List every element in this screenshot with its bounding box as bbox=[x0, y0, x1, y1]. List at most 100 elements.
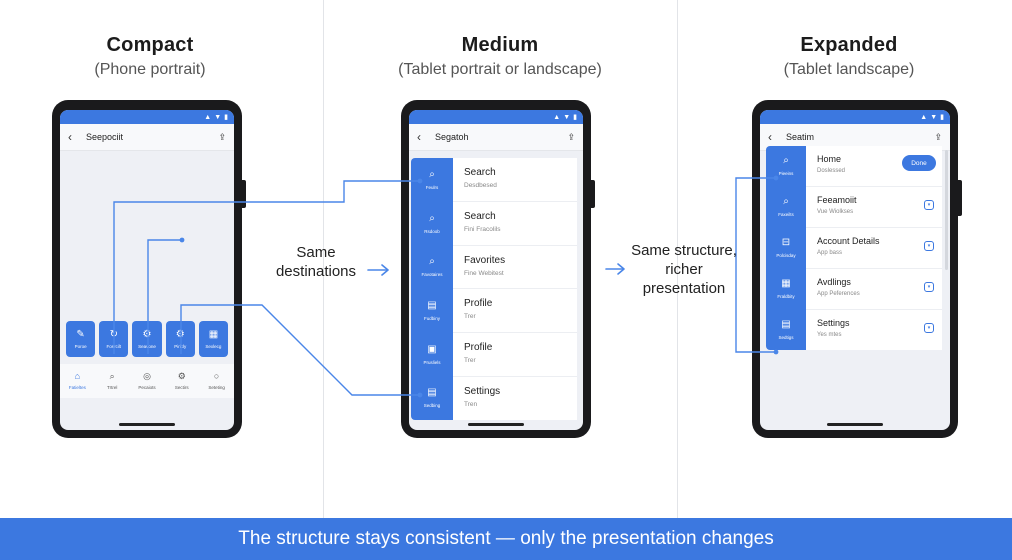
rail-item-3[interactable]: ⊟Polcisday bbox=[766, 228, 806, 269]
compact-tile-1[interactable]: ✎Poroe bbox=[66, 321, 96, 357]
list-item-title: Search bbox=[464, 167, 496, 178]
medium-app-bar: ‹ Segatoh ⇪ bbox=[409, 124, 583, 151]
back-icon[interactable]: ‹ bbox=[68, 130, 72, 144]
search-icon: ⌕ bbox=[783, 155, 789, 167]
list-item-subtitle: App Peferences bbox=[817, 291, 860, 297]
wifi-icon: ▼ bbox=[214, 113, 222, 121]
list-item-title: Feeamoiit bbox=[817, 195, 857, 205]
app-bar-title: Seatim bbox=[786, 132, 815, 142]
settings-icon: ⚙ bbox=[177, 371, 186, 381]
list-item-subtitle: Vue Wiolkses bbox=[817, 209, 854, 215]
back-icon[interactable]: ‹ bbox=[768, 130, 772, 144]
rail-label: Sedtigs bbox=[778, 334, 794, 340]
nav-item-3[interactable]: ◎Pecaiots bbox=[130, 364, 165, 398]
chevron-down-icon[interactable]: ▾ bbox=[924, 200, 934, 210]
compact-tile-3[interactable]: ⚙Seavone bbox=[132, 321, 162, 357]
medium-heading: Medium (Tablet portrait or landscape) bbox=[350, 34, 650, 79]
done-button[interactable]: Done bbox=[902, 155, 936, 171]
wifi-icon: ▼ bbox=[563, 113, 571, 121]
grid-icon: ▦ bbox=[208, 328, 219, 340]
tile-label: Piricly bbox=[174, 343, 187, 349]
rail-label: Pieeins bbox=[778, 171, 794, 177]
compact-tile-5[interactable]: ▦Sexlecg bbox=[198, 321, 229, 357]
image-icon: ▣ bbox=[427, 343, 437, 355]
compact-tile-2[interactable]: ↻ Fosrcilt bbox=[99, 321, 129, 357]
list-item-title: Profile bbox=[464, 342, 493, 354]
box-icon: ▤ bbox=[781, 318, 791, 330]
same-structure-label: Same structure, richer presentation bbox=[631, 242, 737, 297]
expanded-subtitle: (Tablet landscape) bbox=[783, 61, 915, 78]
list-item-title: Profile bbox=[464, 298, 493, 310]
rail-label: Favotaires bbox=[421, 272, 443, 278]
list-item-subtitle: Doslessed bbox=[817, 168, 846, 174]
home-icon: ⌂ bbox=[74, 371, 81, 381]
rail-item-2[interactable]: ⌕Faxeilts bbox=[766, 187, 806, 228]
rail-label: Prusliels bbox=[423, 359, 441, 365]
navigation-rail: ⌕ Pieeins ⌕Faxeilts ⊟Polcisday ▦Fraldbity… bbox=[766, 146, 806, 350]
status-bar: ▲ ▼ ▮ bbox=[60, 110, 234, 124]
app-bar-title: Seepociit bbox=[86, 132, 124, 142]
list-item-title: Search bbox=[464, 210, 496, 222]
tile-label: Fosrcilt bbox=[106, 343, 122, 349]
expanded-title: Expanded bbox=[800, 34, 898, 56]
rail-item-4[interactable]: ▦Fraldbity bbox=[766, 268, 806, 309]
rail-item-4[interactable]: ▤Fudbiny bbox=[411, 289, 453, 333]
rail-item-1[interactable]: ⌕ Pieeins bbox=[766, 146, 806, 187]
search-icon: ⌕ bbox=[429, 256, 435, 268]
list-item-subtitle: Yes mtes bbox=[817, 332, 842, 338]
medium-screen: ▲ ▼ ▮ ‹ Segatoh ⇪ ⌕Feulrs ⌕Rsdoob ⌕Favot… bbox=[409, 110, 583, 430]
chevron-down-icon[interactable]: ▾ bbox=[924, 323, 934, 333]
back-icon[interactable]: ‹ bbox=[417, 130, 421, 144]
rail-item-5[interactable]: ▣ Prusliels bbox=[411, 333, 453, 377]
edit-icon: ✎ bbox=[76, 328, 85, 340]
rail-label: Polcisday bbox=[776, 252, 796, 258]
rail-label: Faxeilts bbox=[778, 212, 794, 218]
scrollbar[interactable] bbox=[945, 150, 948, 270]
refresh-icon: ↻ bbox=[109, 328, 118, 340]
gear-icon: ⚙ bbox=[175, 328, 185, 340]
compact-tile-4[interactable]: ⚙ Piricly bbox=[165, 321, 195, 357]
phone-side-button bbox=[242, 180, 246, 208]
rail-label: Fraldbity bbox=[777, 293, 795, 299]
nav-item-5[interactable]: ○Seteting bbox=[199, 364, 234, 398]
phone-side-button bbox=[591, 180, 595, 208]
chevron-down-icon[interactable]: ▾ bbox=[924, 282, 934, 292]
rail-item-1[interactable]: ⌕Feulrs bbox=[411, 158, 453, 202]
compact-phone: ▲ ▼ ▮ ‹ Seepociit ⇪ ✎Poroe ↻Fosrcilt ⚙Se… bbox=[52, 100, 246, 438]
rail-item-3[interactable]: ⌕ Favotaires bbox=[411, 245, 453, 289]
share-icon[interactable]: ⇪ bbox=[934, 131, 942, 142]
nav-item-1[interactable]: ⌂Fatieltes bbox=[60, 364, 95, 398]
list-item-subtitle: Fini Fracolils bbox=[464, 225, 501, 233]
battery-icon: ▮ bbox=[224, 113, 228, 121]
rail-label: Sedbing bbox=[423, 403, 441, 409]
nav-item-4[interactable]: ⚙ Sectirs bbox=[164, 364, 199, 398]
rail-item-6[interactable]: ▤Sedbing bbox=[411, 376, 453, 420]
chevron-down-icon[interactable]: ▾ bbox=[924, 241, 934, 251]
signal-icon: ▲ bbox=[553, 113, 561, 121]
nav-label: Trtrel bbox=[107, 385, 118, 390]
same-destinations-label: Same destinations bbox=[275, 244, 357, 280]
rail-item-2[interactable]: ⌕Rsdoob bbox=[411, 202, 453, 246]
status-bar: ▲ ▼ ▮ bbox=[760, 110, 950, 124]
share-icon[interactable]: ⇪ bbox=[218, 131, 226, 142]
footer-text: The structure stays consistent — only th… bbox=[238, 528, 774, 549]
nav-label: Sectirs bbox=[174, 385, 189, 390]
nav-item-2[interactable]: ⌕Trtrel bbox=[95, 364, 130, 398]
column-divider-right bbox=[677, 0, 678, 518]
compact-title: Compact bbox=[106, 34, 194, 56]
settings-icon: ⚙ bbox=[142, 328, 152, 340]
share-icon[interactable]: ⇪ bbox=[567, 131, 575, 142]
rail-item-5[interactable]: ▤ Sedtigs bbox=[766, 309, 806, 350]
